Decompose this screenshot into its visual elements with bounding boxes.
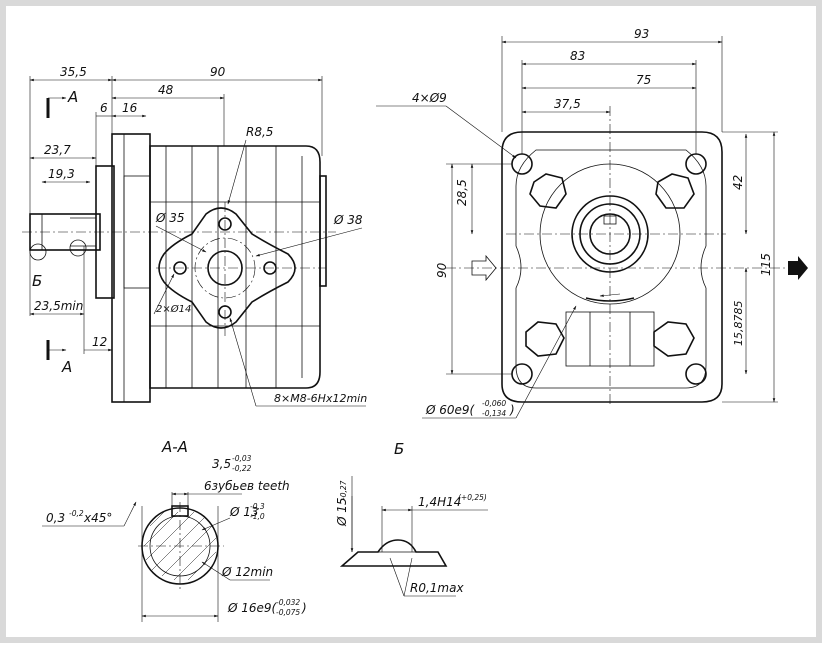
d16-close: ) [301, 601, 307, 615]
mount-hole [511, 363, 533, 385]
dim-37-5: 37,5 [554, 97, 581, 111]
tooth-tol-lower: -0,22 [232, 464, 252, 473]
radius-r8-5: R8,5 [246, 125, 273, 139]
bolt-head [655, 173, 695, 209]
detail-b: Б Ø 15 -0,27 1,4H14 (+0,25) R0,1max [335, 440, 488, 597]
section-title: A-A [161, 438, 188, 456]
pilot-close: ) [509, 403, 515, 417]
inlet-arrow-icon [471, 254, 497, 282]
groove-radius: R0,1max [410, 581, 464, 595]
tooth-tol-upper: -0,03 [232, 454, 252, 463]
detail-title: Б [394, 440, 404, 458]
groove-width: 1,4H14 [418, 495, 461, 509]
dim-15-8785: 15,8785 [732, 301, 745, 347]
port-plate [158, 207, 296, 329]
dim-48: 48 [158, 83, 174, 97]
diameter-13: Ø 13 [229, 505, 259, 519]
thread-callout: 8×M8-6Hx12min [274, 392, 367, 405]
technical-drawing: 35,5 90 48 6 16 23,7 19,3 23,5min 12 R8,… [22, 27, 808, 622]
dim-16: 16 [122, 101, 138, 115]
pilot-diameter: Ø 60e9( [425, 403, 476, 417]
dim-23-7: 23,7 [44, 143, 71, 157]
holes-2x14: 2×Ø14 [156, 303, 191, 315]
mount-hole [685, 363, 707, 385]
dim-42: 42 [731, 175, 745, 190]
pilot-tol-lower: -0,134 [482, 409, 506, 418]
d13-tol-upper: -0,3 [250, 502, 265, 511]
pump-body [149, 145, 321, 389]
d15-tol: -0,27 [339, 480, 348, 500]
dim-90: 90 [435, 262, 449, 278]
teeth-count: 6зубьев teeth [204, 479, 290, 493]
section-mark-top: A [67, 88, 78, 106]
dim-28-5: 28,5 [455, 179, 469, 206]
dim-115: 115 [759, 253, 773, 276]
chamfer-tol: -0,2 [69, 509, 84, 518]
section-mark-bottom: A [61, 358, 72, 376]
groove-width-tol: (+0,25) [458, 493, 487, 502]
bolt-head [525, 321, 565, 357]
dim-93: 93 [634, 27, 649, 41]
front-view: 93 83 75 37,5 4×Ø9 28,5 90 42 115 15,878… [376, 27, 808, 419]
detail-mark: Б [32, 272, 42, 290]
d16-tol-upper: -0,032 [276, 598, 300, 607]
pilot-tol-upper: -0,060 [482, 399, 506, 408]
bolt-head [529, 173, 567, 209]
chamfer-angle: x45° [83, 511, 112, 525]
diameter-38: Ø 38 [333, 213, 363, 227]
dim-90-body: 90 [210, 65, 226, 79]
section-a-a: A-A 3,5 -0,03 -0,22 6зубьев teeth 0,3 -0… [42, 438, 307, 622]
front-flange [501, 131, 723, 403]
dim-23-5min: 23,5min [34, 299, 83, 313]
dim-12: 12 [92, 335, 107, 349]
outlet-arrow-icon [788, 256, 808, 280]
dim-35-5: 35,5 [60, 65, 87, 79]
diameter-12min: Ø 12min [221, 565, 273, 579]
dim-75: 75 [636, 73, 651, 87]
diameter-15: Ø 15 [335, 497, 349, 527]
dim-83: 83 [570, 49, 585, 63]
side-view: 35,5 90 48 6 16 23,7 19,3 23,5min 12 R8,… [22, 65, 367, 407]
mount-hole [685, 153, 707, 175]
groove-profile [339, 539, 448, 567]
dim-6: 6 [100, 101, 108, 115]
d16-tol-lower: -0,075 [276, 608, 300, 617]
dim-19-3: 19,3 [48, 167, 75, 181]
diameter-35: Ø 35 [155, 211, 185, 225]
flange [111, 133, 151, 403]
tooth-width: 3,5 [212, 457, 231, 471]
chamfer: 0,3 [46, 511, 65, 525]
bolt-head [653, 321, 695, 357]
d13-tol-lower: -1,0 [250, 512, 265, 521]
holes-4x9: 4×Ø9 [412, 91, 447, 105]
diameter-16: Ø 16e9( [227, 601, 278, 615]
